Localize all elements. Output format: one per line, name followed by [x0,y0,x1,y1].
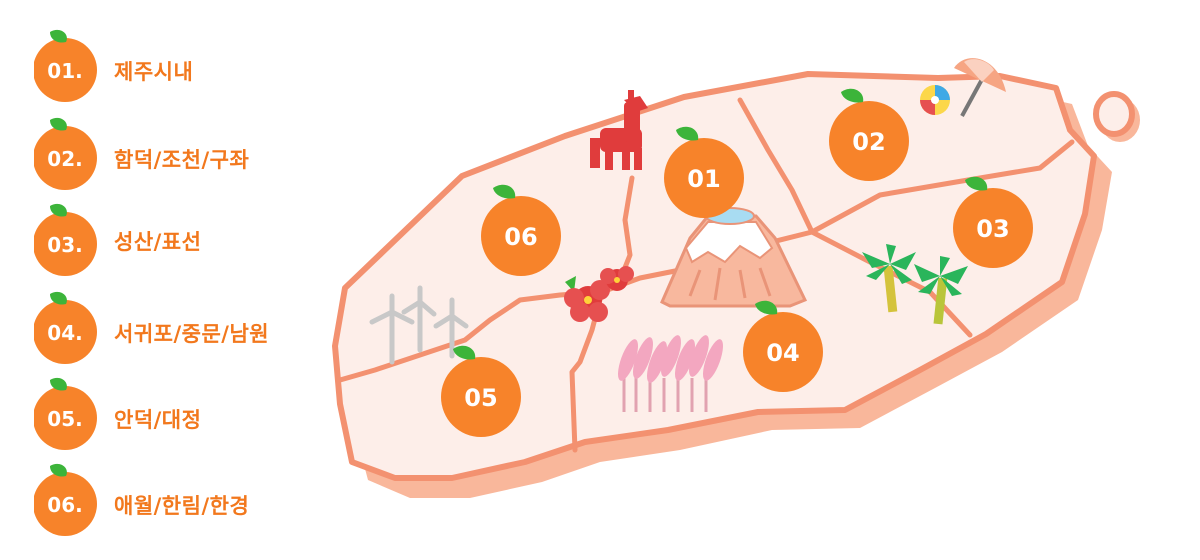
region-marker-06[interactable]: 06 [481,184,561,276]
legend-item-04[interactable]: 04. 서귀포/중문/남원 [34,288,334,368]
legend-item-05[interactable]: 05. 안덕/대정 [34,374,334,454]
camellia-icon [564,266,634,322]
beach-ball-icon [920,85,950,115]
region-number: 02 [852,128,885,156]
legend-item-03[interactable]: 03. 성산/표선 [34,200,334,280]
leaf-icon [676,126,699,141]
legend-item-06[interactable]: 06. 애월/한림/한경 [34,460,334,540]
wind-turbine-icon [369,285,469,365]
udo-island-icon [1093,91,1140,142]
leaf-icon [841,88,864,103]
orange-icon: 01. [34,29,97,102]
region-marker-02[interactable]: 02 [829,88,909,181]
legend-item-01[interactable]: 01. 제주시내 [34,26,334,106]
region-number: 01 [687,165,720,193]
region-number: 06 [504,223,537,251]
orange-icon: 04. [34,291,97,364]
orange-icon: 05. [34,377,97,450]
legend-number: 04. [47,321,82,345]
parasol-icon [954,58,1006,117]
legend-number: 03. [47,233,82,257]
legend-label: 함덕/조천/구좌 [114,148,250,172]
region-marker-04[interactable]: 04 [743,300,823,392]
region-marker-03[interactable]: 03 [953,176,1033,268]
alpaca-icon [590,90,648,170]
palm-tree-icon [862,244,968,325]
legend-number: 02. [47,147,82,171]
legend-number: 06. [47,493,82,517]
volcano-icon [660,207,808,308]
region-number: 03 [976,215,1009,243]
legend-item-02[interactable]: 02. 함덕/조천/구좌 [34,114,334,194]
leaf-icon [965,176,988,191]
legend-label: 성산/표선 [114,230,202,254]
orange-icon: 03. [34,203,97,276]
region-number: 05 [464,384,497,412]
pampas-grass-icon [618,335,723,412]
legend-label: 애월/한림/한경 [114,494,250,518]
orange-icon: 06. [34,463,97,536]
region-legend: 01. 제주시내 02. 함덕/조천/구좌 03. 성산/표선 04. 서귀포/… [0,0,330,560]
legend-label: 제주시내 [114,60,194,84]
region-number: 04 [766,339,799,367]
legend-label: 서귀포/중문/남원 [114,322,270,346]
legend-number: 05. [47,407,82,431]
legend-number: 01. [47,59,82,83]
legend-label: 안덕/대정 [114,408,202,432]
orange-icon: 02. [34,117,97,190]
leaf-icon [453,345,476,360]
leaf-icon [755,300,778,315]
region-marker-01[interactable]: 01 [664,126,744,218]
leaf-icon [493,184,516,199]
region-marker-05[interactable]: 05 [441,345,521,437]
